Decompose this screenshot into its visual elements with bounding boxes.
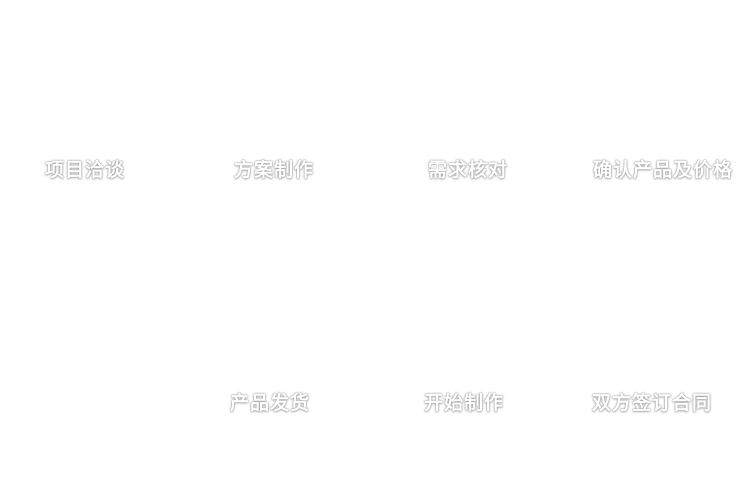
step-label-start-production: 开始制作 [424, 393, 505, 414]
step-label-requirement-check: 需求核对 [428, 160, 509, 181]
step-label-product-shipping: 产品发货 [230, 393, 311, 414]
step-label-plan-creation: 方案制作 [234, 160, 315, 181]
step-label-confirm-product-price: 确认产品及价格 [593, 160, 734, 181]
step-label-sign-contract: 双方签订合同 [592, 393, 713, 414]
step-label-project-negotiation: 项目洽谈 [45, 160, 126, 181]
